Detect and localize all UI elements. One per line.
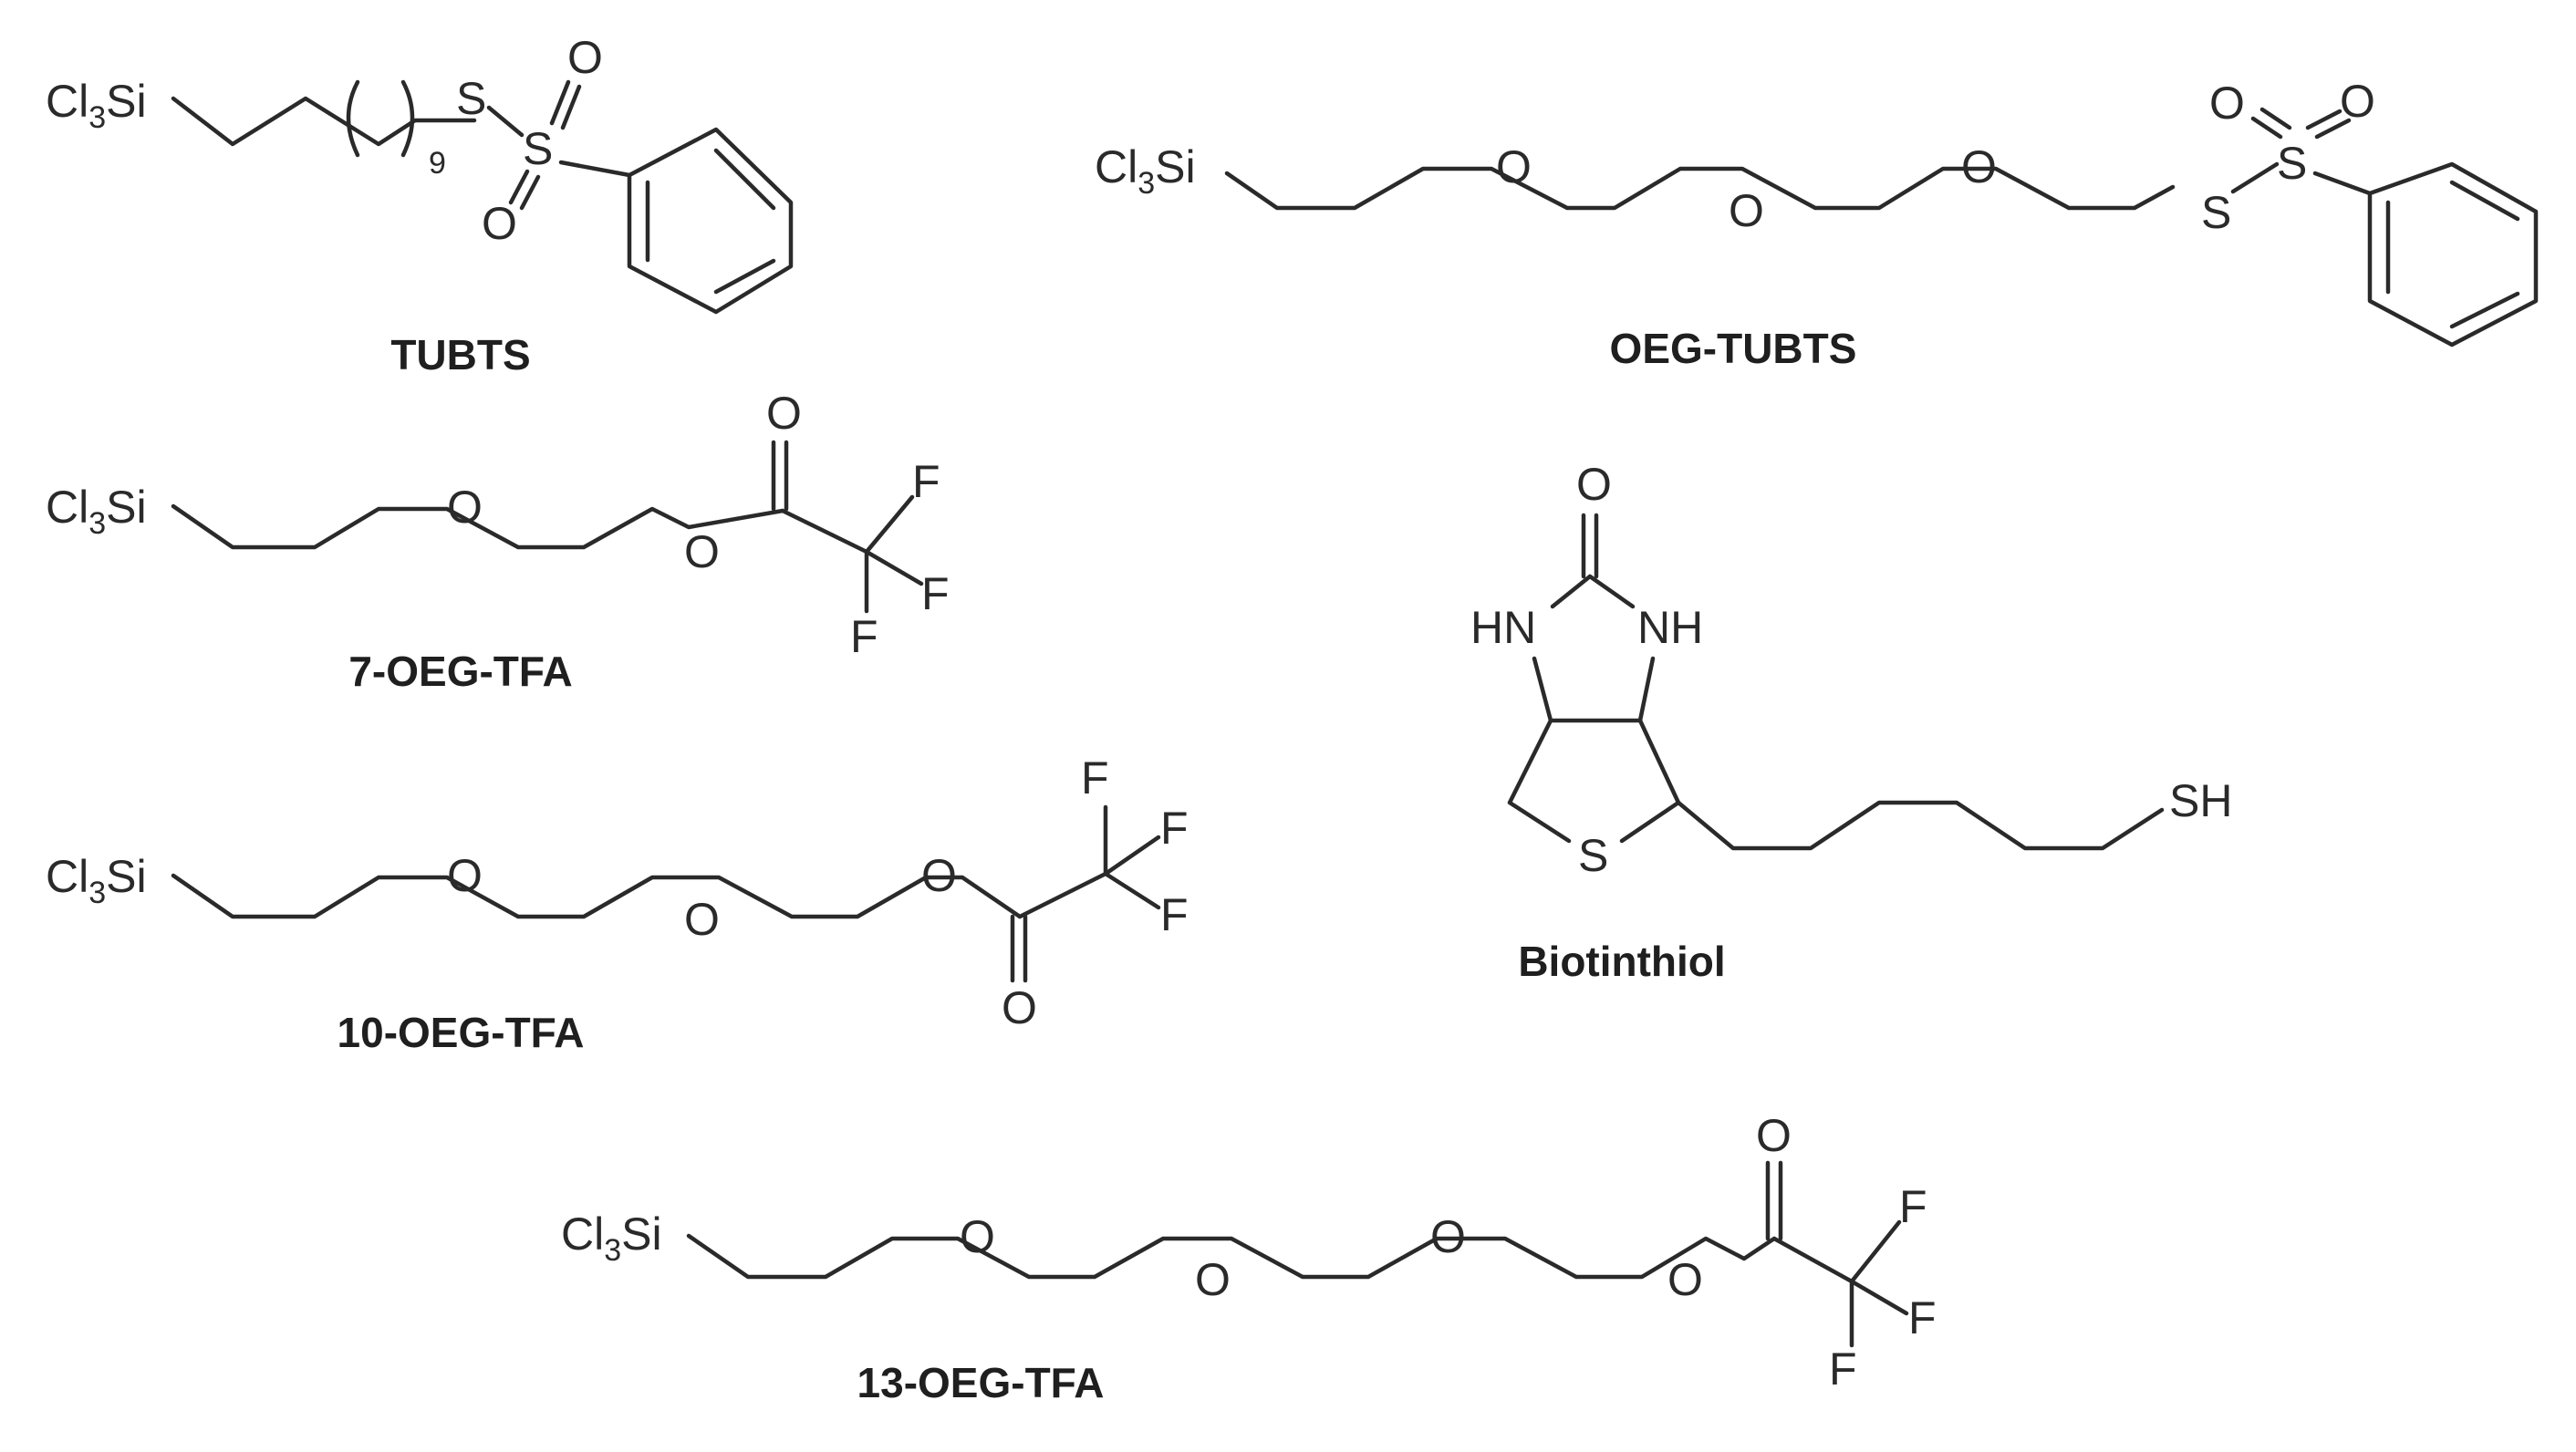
oeg10-tfa-structure: Cl3Si O O O O F F F 10-OEG-TFA <box>46 752 1189 1056</box>
oeg13-chain <box>686 1233 1777 1280</box>
oeg7-cl3si-label: Cl3Si <box>46 482 147 541</box>
biotin-hn-label: HN <box>1470 602 1536 653</box>
biotin-thiophane-ring-right <box>1619 718 1681 844</box>
biotin-c-n2-bond <box>1587 574 1636 609</box>
oeg10-o4-label: O <box>1002 982 1037 1033</box>
oeg13-o3-label: O <box>1430 1211 1466 1262</box>
oeg-tubts-o4-label: O <box>2209 78 2245 129</box>
tubts-s2-label: S <box>523 123 553 174</box>
biotin-o-label: O <box>1576 459 1612 510</box>
oeg13-cl3si-label: Cl3Si <box>561 1208 662 1268</box>
oeg7-c-cf3-bond <box>780 508 869 555</box>
biotin-n2-c-bond <box>1637 656 1656 723</box>
tubts-s-phenyl-bond <box>558 160 632 178</box>
biotin-c-n1-bond <box>1550 574 1593 609</box>
oeg7-o3-label: O <box>766 388 802 439</box>
oeg10-name: 10-OEG-TFA <box>338 1009 585 1056</box>
oeg10-chain <box>171 873 1023 919</box>
tubts-phenyl-double-1 <box>713 148 776 211</box>
oeg-tubts-structure: Cl3Si O O O S S O O OEG-TUBTS <box>1095 76 2539 372</box>
oeg-tubts-o1-label: O <box>1496 141 1532 192</box>
biotin-sh-label: SH <box>2169 775 2232 826</box>
oeg10-f3-label: F <box>1160 889 1189 940</box>
oeg7-f2-label: F <box>921 568 950 619</box>
biotin-n1-c-bond <box>1532 656 1553 723</box>
tubts-structure: Cl3Si 9 S S O O TUBTS <box>46 32 794 379</box>
oeg7-cf-bond-1 <box>864 494 915 555</box>
oeg-tubts-so-bond-2a <box>2305 109 2342 130</box>
tubts-s-s-bond <box>486 105 525 138</box>
oeg13-cf-bond-2 <box>1849 1279 1909 1316</box>
tubts-repeat-bracket-right <box>400 79 415 158</box>
oeg13-f3-label: F <box>1829 1343 1857 1395</box>
oeg-tubts-o2-label: O <box>1729 185 1764 236</box>
oeg7-f3-label: F <box>850 611 878 662</box>
oeg10-cl3si-label: Cl3Si <box>46 851 147 910</box>
oeg13-cf-bond-1 <box>1849 1219 1902 1284</box>
oeg13-f2-label: F <box>1908 1292 1937 1343</box>
oeg-tubts-s1-label: S <box>2201 187 2231 238</box>
tubts-cl3si-label: Cl3Si <box>46 76 147 135</box>
biotin-alkyl-chain <box>1676 800 2165 851</box>
oeg-tubts-phenyl-ring <box>2367 161 2539 347</box>
oeg10-f1-label: F <box>1081 752 1109 804</box>
oeg-tubts-so-bond-1a <box>2250 116 2283 140</box>
oeg-tubts-o5-label: O <box>2340 76 2375 127</box>
oeg-tubts-phenyl-double-1 <box>2449 180 2520 222</box>
tubts-so-bond-1b <box>560 84 582 130</box>
oeg13-o5-label: O <box>1756 1110 1792 1161</box>
oeg7-o2-label: O <box>684 526 720 577</box>
oeg-tubts-s-phenyl-bond <box>2312 171 2373 196</box>
oeg13-f1-label: F <box>1899 1181 1927 1232</box>
oeg13-tfa-structure: Cl3Si O O O O O F F F 13-OEG-TFA <box>561 1110 1937 1406</box>
oeg-tubts-phenyl-double-2 <box>2449 291 2520 329</box>
tubts-so-bond-2a <box>508 169 530 205</box>
oeg10-cf-bond-2 <box>1103 835 1161 876</box>
oeg-tubts-s-s-bond <box>2230 161 2280 194</box>
oeg-tubts-chain <box>1224 166 2176 211</box>
tubts-s1-label: S <box>456 73 486 124</box>
tubts-phenyl-ring <box>627 127 794 315</box>
tubts-repeat-count: 9 <box>429 146 446 181</box>
oeg-tubts-so-bond-1b <box>2259 107 2292 130</box>
tubts-phenyl-double-2 <box>713 258 776 295</box>
tubts-o1-label: O <box>567 32 603 83</box>
tubts-so-bond-2b <box>519 174 541 211</box>
oeg-tubts-so-bond-2b <box>2314 118 2352 140</box>
oeg-tubts-o3-label: O <box>1961 141 1997 192</box>
oeg10-c-cf3-bond <box>1017 871 1108 919</box>
oeg13-o2-label: O <box>1195 1254 1231 1305</box>
oeg7-f1-label: F <box>912 456 940 507</box>
tubts-alkyl-chain <box>171 96 477 147</box>
biotin-nh-label: NH <box>1637 602 1703 653</box>
oeg7-o1-label: O <box>447 482 483 533</box>
oeg10-f2-label: F <box>1160 803 1189 854</box>
biotin-s-label: S <box>1578 830 1608 881</box>
tubts-so-bond-1a <box>549 79 571 126</box>
oeg10-o3-label: O <box>921 850 957 901</box>
oeg-tubts-name: OEG-TUBTS <box>1610 325 1857 372</box>
oeg13-o1-label: O <box>960 1211 995 1262</box>
oeg10-cf-bond-3 <box>1103 871 1161 910</box>
oeg7-name: 7-OEG-TFA <box>348 648 572 695</box>
biotinthiol-structure: O HN NH S SH Biotinthiol <box>1470 459 2232 985</box>
oeg7-cf-bond-2 <box>864 549 924 586</box>
oeg10-o2-label: O <box>684 894 720 945</box>
oeg13-o4-label: O <box>1667 1254 1703 1305</box>
oeg10-o1-label: O <box>447 850 483 901</box>
oeg-tubts-cl3si-label: Cl3Si <box>1095 141 1196 201</box>
oeg-tubts-s2-label: S <box>2277 138 2307 189</box>
oeg7-tfa-structure: Cl3Si O O O F F F 7-OEG-TFA <box>46 388 950 695</box>
tubts-name: TUBTS <box>390 331 530 379</box>
tubts-o2-label: O <box>482 198 517 249</box>
oeg13-c-cf3-bond <box>1771 1236 1854 1284</box>
biotinthiol-name: Biotinthiol <box>1518 938 1725 985</box>
tubts-repeat-bracket-left <box>346 79 360 158</box>
oeg7-chain <box>171 503 785 550</box>
biotin-thiophane-ring <box>1507 718 1572 844</box>
oeg13-name: 13-OEG-TFA <box>857 1359 1105 1406</box>
